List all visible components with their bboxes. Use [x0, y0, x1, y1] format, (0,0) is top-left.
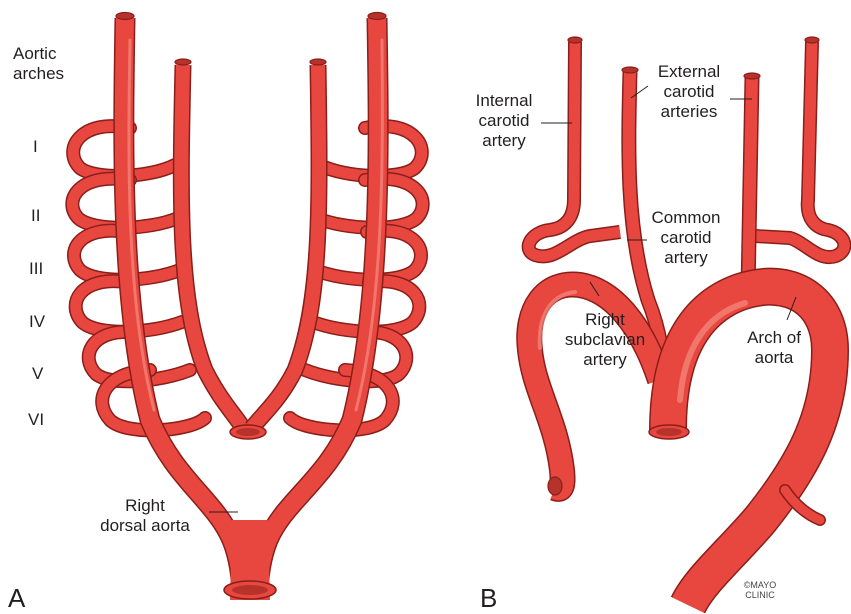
- mayo-clinic-credit: ©MAYO CLINIC: [738, 580, 782, 600]
- arch-label-vi: VI: [28, 410, 44, 430]
- arch-label-ii: II: [31, 206, 40, 226]
- internal-carotid-line3: artery: [467, 131, 541, 151]
- right-subclavian-line1: Right: [560, 310, 650, 330]
- right-subclavian-label: Right subclavian artery: [560, 310, 650, 370]
- right-dorsal-aorta-line1: Right: [82, 496, 208, 516]
- arch-of-aorta-line2: aorta: [734, 348, 814, 368]
- arch-label-iv: IV: [29, 312, 45, 332]
- credit-line1: ©MAYO: [738, 580, 782, 590]
- external-carotid-line3: arteries: [648, 102, 730, 122]
- right-dorsal-aorta-label: Right dorsal aorta: [82, 496, 208, 536]
- aortic-arches-heading: Aortic arches: [13, 44, 64, 84]
- right-subclavian-line2: subclavian: [560, 330, 650, 350]
- internal-carotid-line1: Internal: [467, 91, 541, 111]
- external-carotid-line1: External: [648, 62, 730, 82]
- arch-label-i: I: [33, 137, 38, 157]
- common-carotid-line3: artery: [647, 248, 725, 268]
- common-carotid-label: Common carotid artery: [647, 208, 725, 268]
- internal-carotid-label: Internal carotid artery: [467, 91, 541, 151]
- common-carotid-line1: Common: [647, 208, 725, 228]
- external-carotid-line2: carotid: [648, 82, 730, 102]
- common-carotid-line2: carotid: [647, 228, 725, 248]
- panel-a-letter: A: [8, 584, 25, 612]
- internal-carotid-line2: carotid: [467, 111, 541, 131]
- panel-b-letter: B: [480, 584, 497, 612]
- right-dorsal-aorta-line2: dorsal aorta: [82, 516, 208, 536]
- external-carotid-label: External carotid arteries: [648, 62, 730, 122]
- right-subclavian-line3: artery: [560, 350, 650, 370]
- arch-of-aorta-label: Arch of aorta: [734, 328, 814, 368]
- arch-of-aorta-line1: Arch of: [734, 328, 814, 348]
- aortic-arches-heading-line2: arches: [13, 64, 64, 84]
- aortic-arches-heading-line1: Aortic: [13, 44, 64, 64]
- arch-label-iii: III: [29, 259, 43, 279]
- arch-label-v: V: [32, 364, 43, 384]
- credit-line2: CLINIC: [738, 590, 782, 600]
